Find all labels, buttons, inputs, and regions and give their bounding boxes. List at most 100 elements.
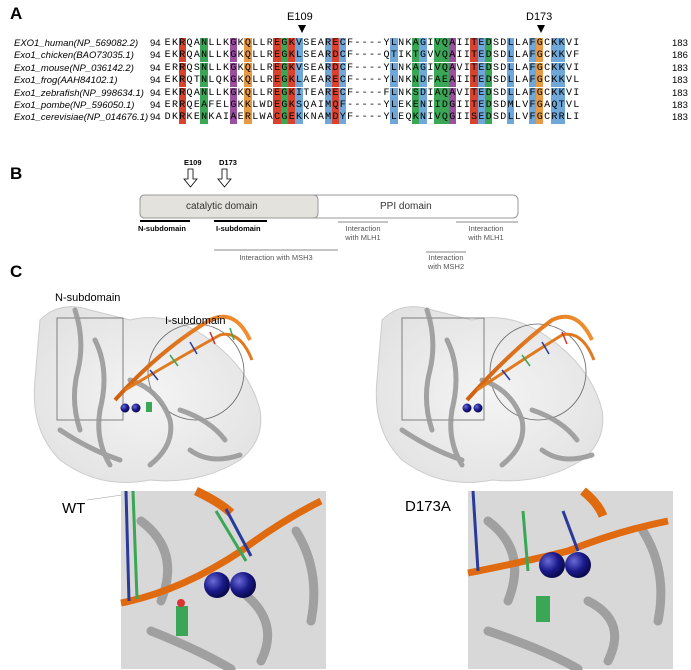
residue: R — [178, 62, 186, 75]
residue: E — [237, 112, 244, 124]
residue: E — [477, 112, 486, 125]
residue: E — [193, 112, 200, 124]
residue: E — [477, 50, 486, 63]
residue: K — [550, 87, 559, 100]
residue: K — [237, 100, 244, 111]
domain-diagram — [139, 168, 519, 253]
residue: A — [215, 112, 222, 124]
wt-active-site-closeup — [120, 486, 326, 670]
residue: R — [178, 112, 186, 125]
residue: Y — [383, 62, 390, 74]
residue: D — [266, 100, 273, 111]
residue: G — [419, 50, 427, 63]
residue: E — [398, 100, 405, 111]
residue: E — [164, 75, 171, 87]
residue: G — [419, 38, 427, 50]
residue: D — [331, 62, 340, 75]
residue: A — [317, 50, 324, 62]
residue: - — [361, 75, 368, 87]
residue: E — [477, 38, 486, 50]
residue: F — [347, 87, 354, 99]
residue: - — [376, 75, 383, 87]
residue: V — [565, 50, 572, 62]
residue: L — [215, 62, 222, 74]
residue: V — [456, 87, 463, 99]
residue: S — [493, 62, 500, 74]
residue: - — [376, 87, 383, 99]
residue: R — [324, 38, 332, 50]
residue: I — [223, 112, 230, 124]
residue: L — [215, 87, 222, 99]
residue: L — [259, 38, 266, 49]
arrow-e109-icon — [183, 168, 198, 188]
residue: L — [208, 87, 215, 99]
residue: E — [310, 62, 317, 74]
residue: L — [514, 62, 521, 74]
residue: L — [295, 75, 303, 88]
residue: Q — [331, 100, 340, 112]
residue: - — [361, 100, 368, 111]
residue: N — [200, 112, 208, 125]
residue: L — [514, 50, 521, 62]
alignment-row-name: EXO1_human(NP_569082.2) — [14, 38, 139, 49]
residue: A — [522, 75, 529, 87]
residue: L — [514, 87, 521, 99]
residue: E — [164, 87, 171, 99]
residue: K — [405, 62, 412, 74]
residue: Q — [186, 100, 193, 111]
residue: - — [368, 112, 375, 124]
residue: K — [237, 87, 244, 99]
residue: I — [427, 38, 434, 49]
residue: K — [288, 38, 296, 50]
residue: K — [171, 112, 178, 124]
residue: A — [317, 75, 324, 87]
residue: R — [266, 62, 273, 74]
residue: I — [427, 62, 434, 74]
residue: K — [405, 38, 412, 49]
residue: G — [229, 87, 237, 100]
residue: A — [522, 38, 529, 49]
residue: E — [164, 62, 171, 74]
residue: G — [280, 62, 289, 75]
residue: Q — [405, 112, 412, 124]
residue: K — [405, 87, 412, 99]
residue: L — [252, 87, 259, 99]
residue: K — [171, 75, 178, 87]
wt-protein-overview — [33, 306, 262, 483]
residue: - — [368, 87, 375, 99]
residue: D — [485, 87, 493, 100]
residue: E — [310, 50, 317, 62]
residue: C — [544, 38, 551, 49]
residue: K — [171, 50, 178, 62]
residue: K — [237, 75, 244, 87]
residue: L — [252, 100, 259, 111]
residue: V — [295, 62, 303, 75]
residue: E — [193, 100, 200, 111]
residue: T — [303, 87, 310, 99]
residue: G — [280, 112, 289, 125]
residue: Q — [215, 75, 222, 87]
residue: N — [419, 100, 427, 112]
residue: E — [273, 62, 281, 75]
residue: K — [558, 87, 566, 100]
residue: K — [237, 50, 244, 62]
residue: N — [412, 75, 420, 88]
residue: Q — [244, 87, 252, 100]
residue: K — [295, 112, 303, 125]
residue: D — [500, 38, 507, 49]
residue: - — [368, 100, 375, 111]
residue: E — [441, 75, 449, 88]
residue: Q — [441, 112, 449, 125]
residue: E — [331, 87, 340, 100]
i-subdomain-label: I-subdomain — [216, 224, 261, 233]
residue: R — [324, 62, 332, 75]
residue: R — [244, 112, 252, 125]
residue: R — [178, 75, 186, 88]
residue: I — [573, 62, 580, 74]
mutation-e109-marker — [298, 25, 306, 33]
residue: L — [506, 75, 515, 88]
residue: I — [456, 75, 463, 87]
residue: - — [376, 100, 383, 111]
residue: - — [361, 87, 368, 99]
